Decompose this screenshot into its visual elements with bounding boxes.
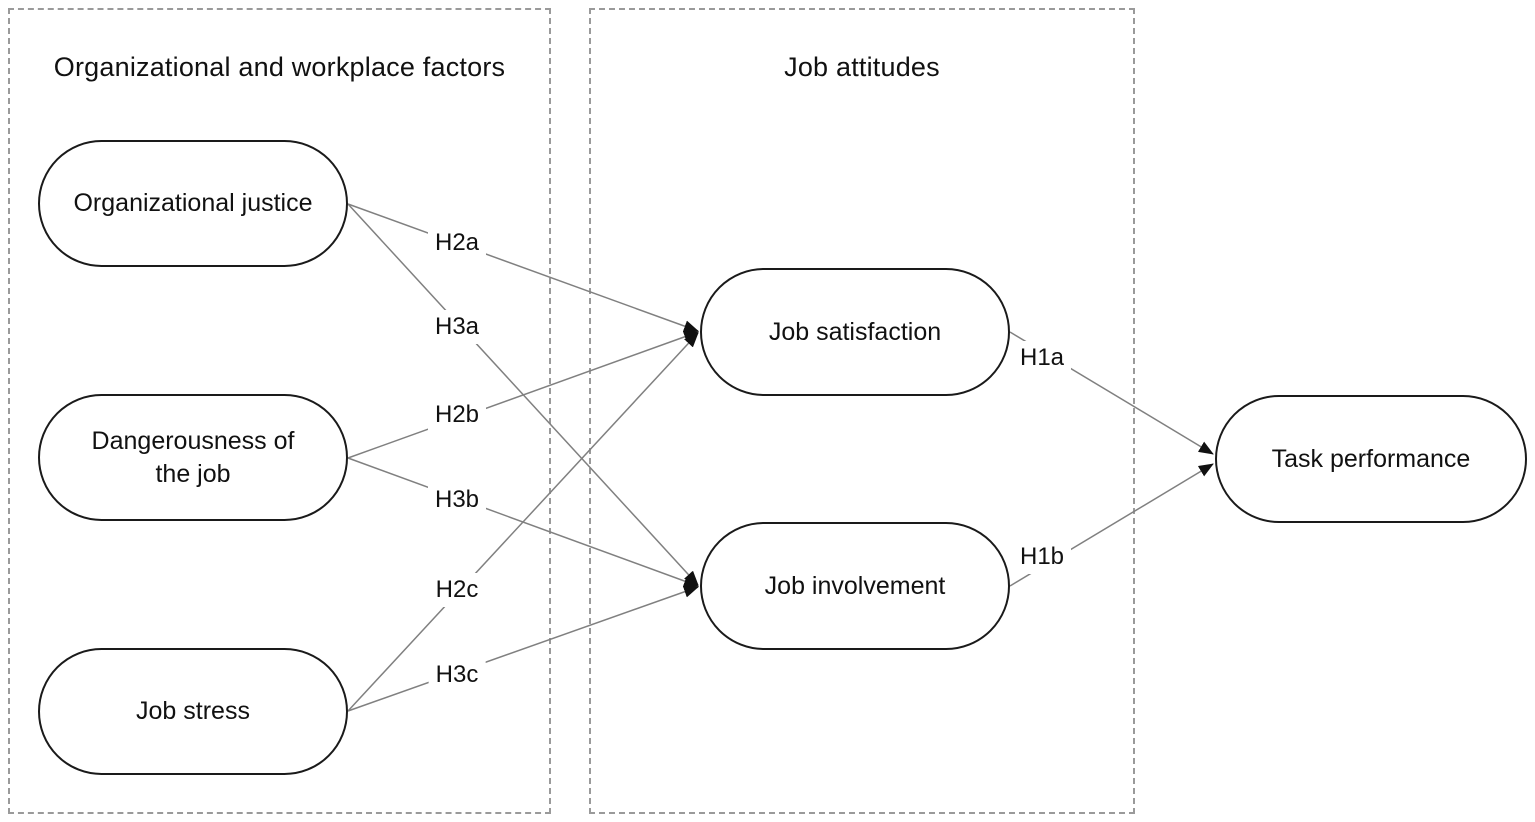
edge-h2a-line (347, 203, 699, 332)
node-task-performance: Task performance (1215, 395, 1527, 523)
group-title-job-attitudes: Job attitudes (784, 52, 940, 82)
node-label: Dangerousness of (91, 426, 295, 455)
node-label: Job stress (136, 697, 250, 725)
node-job-satisfaction: Job satisfaction (700, 268, 1010, 396)
edge-label-h1b: H1b (1012, 540, 1072, 574)
node-job-involvement: Job involvement (700, 522, 1010, 650)
node-job-stress: Job stress (38, 648, 348, 775)
edge-label-h3b: H3b (427, 483, 487, 517)
edge-label-h2b: H2b (427, 398, 487, 432)
node-label: Job involvement (764, 571, 946, 600)
edge-label-h2c: H2c (428, 573, 486, 607)
edge-label-h3c: H3c (428, 658, 486, 692)
node-dangerousness-of-the-job: Dangerousness of the job (38, 394, 348, 521)
node-organizational-justice: Organizational justice (38, 140, 348, 267)
edge-h2b-line (347, 331, 699, 459)
node-label-line2: the job (155, 459, 231, 488)
node-label: Job satisfaction (768, 317, 942, 346)
edge-label-h1a: H1a (1012, 341, 1072, 375)
edge-h2c-line (347, 332, 699, 712)
group-box-job-attitudes: Job attitudes (589, 8, 1135, 814)
node-label: Task performance (1271, 444, 1471, 473)
edge-label-h2a: H2a (427, 226, 487, 260)
group-box-organizational-workplace-factors: Organizational and workplace factors (8, 8, 551, 814)
edge-label-h3a: H3a (427, 310, 487, 344)
group-title-organizational-workplace-factors: Organizational and workplace factors (53, 52, 506, 82)
node-label: Organizational justice (73, 189, 313, 217)
edge-h3c-line (347, 586, 699, 712)
